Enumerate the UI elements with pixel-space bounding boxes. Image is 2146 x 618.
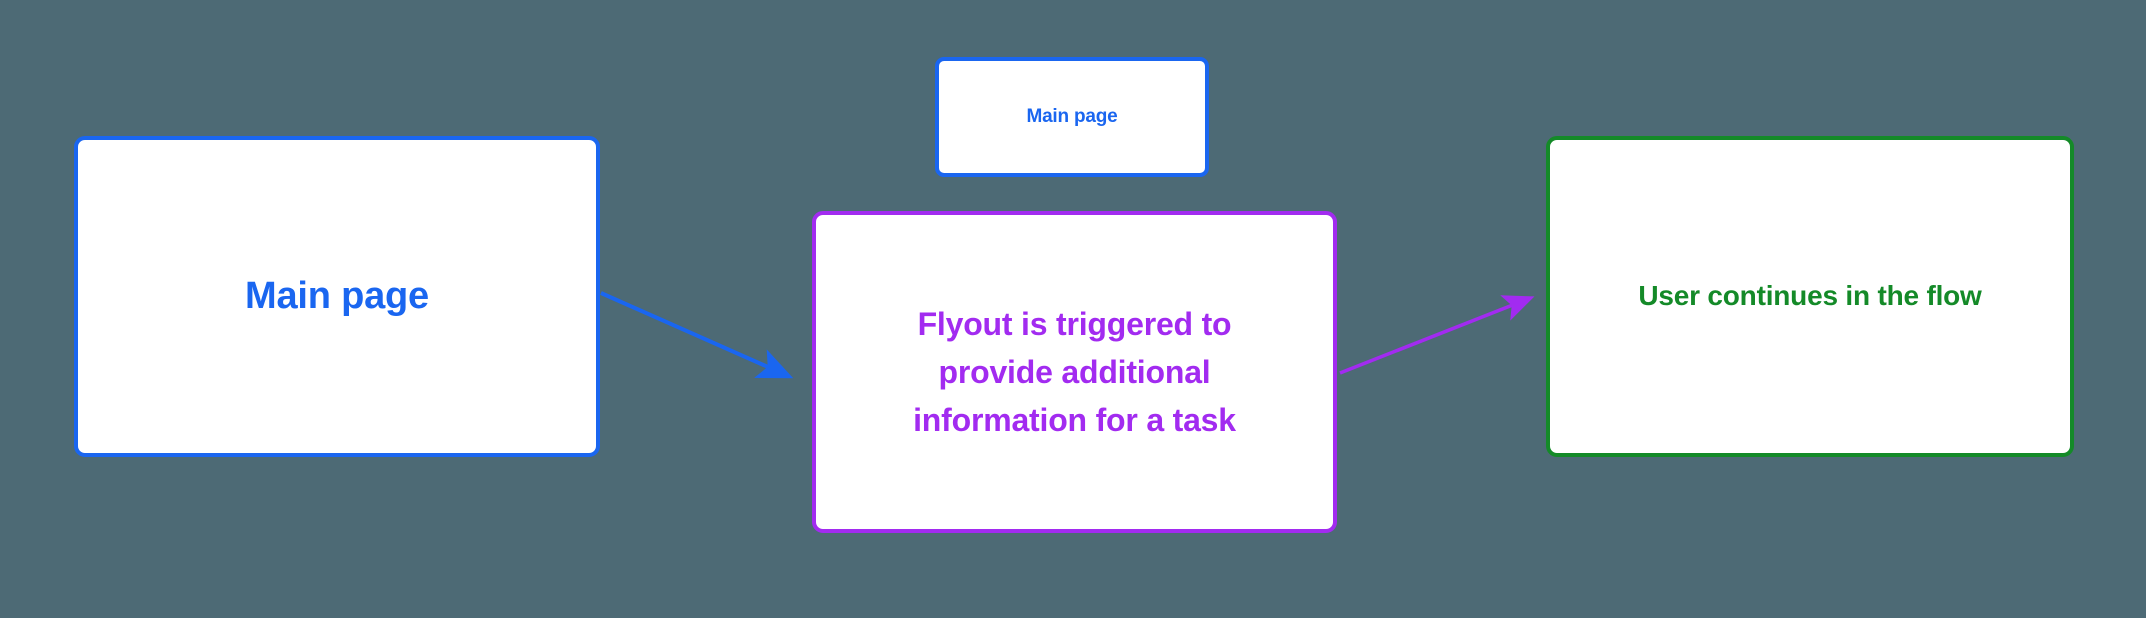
node-user-continues-label: User continues in the flow: [1638, 280, 1982, 312]
edge-flyout-to-user-continues: [1339, 295, 1535, 375]
node-main-page-top-label: Main page: [1026, 106, 1118, 128]
node-flyout-label: Flyout is triggered to provide additiona…: [913, 306, 1236, 438]
node-user-continues[interactable]: User continues in the flow: [1546, 136, 2074, 457]
node-main-page-left[interactable]: Main page: [74, 136, 600, 457]
node-main-page-top[interactable]: Main page: [935, 57, 1209, 177]
edge-main-page-to-flyout: [600, 291, 794, 379]
node-main-page-left-label: Main page: [244, 275, 429, 318]
node-flyout[interactable]: Flyout is triggered to provide additiona…: [812, 211, 1337, 533]
